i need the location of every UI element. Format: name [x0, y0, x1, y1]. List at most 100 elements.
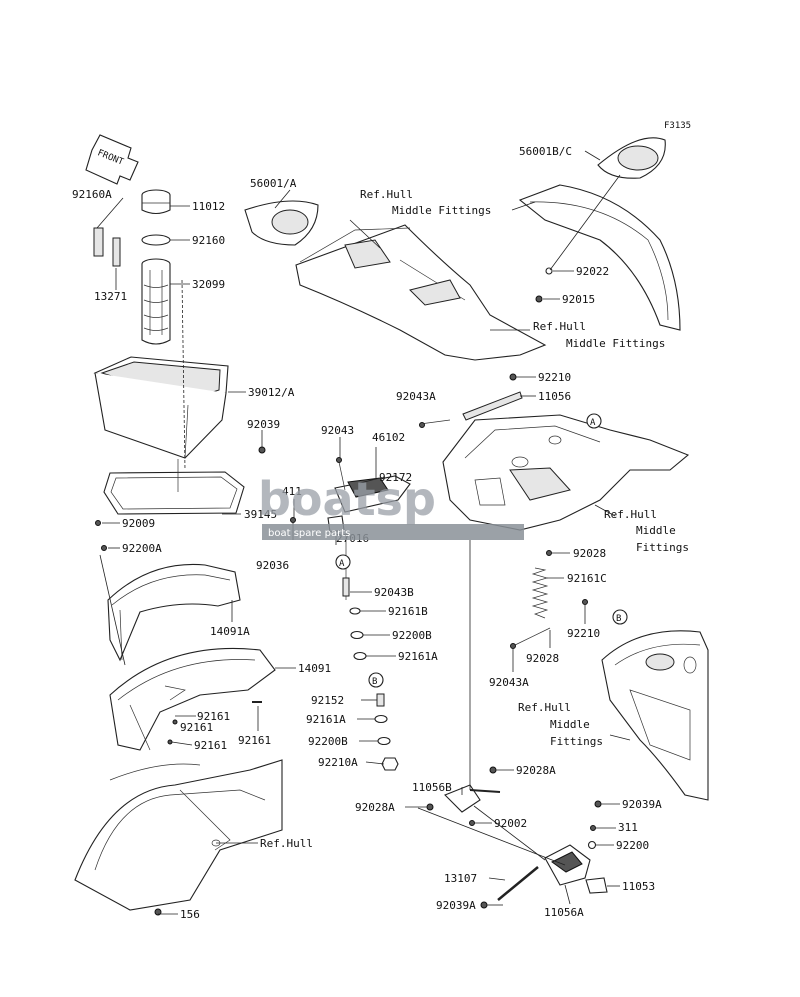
callout-92009: 92009: [122, 517, 155, 530]
callout-11056: 11056: [538, 390, 571, 403]
callout-11056A: 11056A: [544, 906, 584, 919]
marker-b-right: B: [612, 609, 628, 625]
callout-92043: 92043: [321, 424, 354, 437]
ref-hull-3-line1: Ref.Hull: [604, 508, 657, 521]
callout-11056B: 11056B: [412, 781, 452, 794]
callout-13107: 13107: [444, 872, 477, 885]
mirror-56001A: [244, 200, 319, 246]
callout-46102: 46102: [372, 431, 405, 444]
callout-92160A: 92160A: [72, 188, 112, 201]
figure-code: F3135: [664, 121, 691, 131]
latch-11056B: [444, 784, 501, 813]
middle-fitting-b: [601, 630, 709, 801]
ref-hull-deck: [74, 759, 283, 911]
marker-b-center: B: [368, 672, 384, 688]
callout-11012: 11012: [192, 200, 225, 213]
middle-fitting-right: [518, 184, 681, 331]
callout-92200A: 92200A: [122, 542, 162, 555]
callout-labels: 92160A 11012 92160 13271 32099 39012/A 9…: [72, 145, 662, 921]
callout-14091: 14091: [298, 662, 331, 675]
callout-411: 411: [282, 485, 302, 498]
callout-92002: 92002: [494, 817, 527, 830]
mirror-56001BC: [597, 137, 666, 179]
ref-hull-1-line2: Middle Fittings: [392, 204, 491, 217]
seal-39145: [103, 471, 245, 515]
svg-text:B: B: [372, 677, 377, 687]
callout-92039: 92039: [247, 418, 280, 431]
marker-a-center: A: [335, 554, 351, 570]
spring-92161C: [531, 567, 549, 619]
callout-92028A-b: 92028A: [355, 801, 395, 814]
ref-hull-4-line1: Ref.Hull: [518, 701, 571, 714]
marker-a-top: A: [586, 413, 602, 429]
storage-bin-39012A: [93, 356, 229, 459]
reference-labels: Ref.Hull Middle Fittings Ref.Hull Middle…: [260, 188, 689, 850]
watermark-tagline: boat spare parts: [268, 528, 350, 539]
callout-92200B-b: 92200B: [308, 735, 348, 748]
callout-92028A-a: 92028A: [516, 764, 556, 777]
callout-311: 311: [618, 821, 638, 834]
callout-92028-b: 92028: [526, 652, 559, 665]
callout-32099: 32099: [192, 278, 225, 291]
callout-39145: 39145: [244, 508, 277, 521]
callout-92043B: 92043B: [374, 586, 414, 599]
callout-92039A-b: 92039A: [436, 899, 476, 912]
ref-hull-1-line1: Ref.Hull: [360, 188, 413, 201]
callout-39012A: 39012/A: [248, 386, 295, 399]
cap-11012: [141, 189, 171, 215]
callout-92161-b: 92161: [180, 721, 213, 734]
callout-56001BC: 56001B/C: [519, 145, 572, 158]
callout-13271: 13271: [94, 290, 127, 303]
latch-11056A: [544, 844, 591, 886]
callout-92161-d: 92161: [238, 734, 271, 747]
callout-92200: 92200: [616, 839, 649, 852]
cover-14091: [109, 647, 276, 751]
front-arrow-icon: FRONT: [85, 134, 139, 185]
callout-92015: 92015: [562, 293, 595, 306]
svg-text:B: B: [616, 614, 621, 624]
ref-hull-2-line2: Middle Fittings: [566, 337, 665, 350]
ref-hull-deck-label: Ref.Hull: [260, 837, 313, 850]
callout-92043A-bot: 92043A: [489, 676, 529, 689]
gasket-92160: [141, 234, 171, 246]
svg-text:A: A: [339, 559, 345, 569]
svg-text:A: A: [590, 418, 596, 428]
tube-32099: [141, 258, 171, 345]
watermark-logo: boatsp boat spare parts: [258, 472, 524, 540]
ref-hull-3-line3: Fittings: [636, 541, 689, 554]
callout-92161A-a: 92161A: [398, 650, 438, 663]
callout-156: 156: [180, 908, 200, 921]
watermark-brand: boatsp: [258, 472, 436, 526]
callout-92161B: 92161B: [388, 605, 428, 618]
callout-92039A-a: 92039A: [622, 798, 662, 811]
callout-92210A: 92210A: [318, 756, 358, 769]
callout-56001A: 56001/A: [250, 177, 297, 190]
ref-hull-4-line3: Fittings: [550, 735, 603, 748]
callout-92160: 92160: [192, 234, 225, 247]
pole-11056: [462, 391, 523, 421]
callout-92152: 92152: [311, 694, 344, 707]
bolt-92043B: [342, 577, 350, 597]
callout-11053: 11053: [622, 880, 655, 893]
ref-hull-2-line1: Ref.Hull: [533, 320, 586, 333]
pad-13271: [112, 237, 121, 267]
callout-92200B-a: 92200B: [392, 629, 432, 642]
bracket-46102: [334, 475, 411, 513]
callout-92161-a: 92161: [197, 710, 230, 723]
callout-92161A-b: 92161A: [306, 713, 346, 726]
pad-92160A: [93, 227, 104, 257]
cover-14091A: [107, 563, 241, 662]
callout-92022: 92022: [576, 265, 609, 278]
callout-92043A-top: 92043A: [396, 390, 436, 403]
middle-fitting-center: [442, 414, 690, 531]
middle-fitting-left: [295, 224, 547, 361]
ref-hull-4-line2: Middle: [550, 718, 590, 731]
callout-92210-top: 92210: [538, 371, 571, 384]
ref-hull-3-line2: Middle: [636, 524, 676, 537]
callout-14091A: 14091A: [210, 625, 250, 638]
callout-92036: 92036: [256, 559, 289, 572]
callout-92210-mid: 92210: [567, 627, 600, 640]
callout-92028-a: 92028: [573, 547, 606, 560]
callout-92161C: 92161C: [567, 572, 607, 585]
